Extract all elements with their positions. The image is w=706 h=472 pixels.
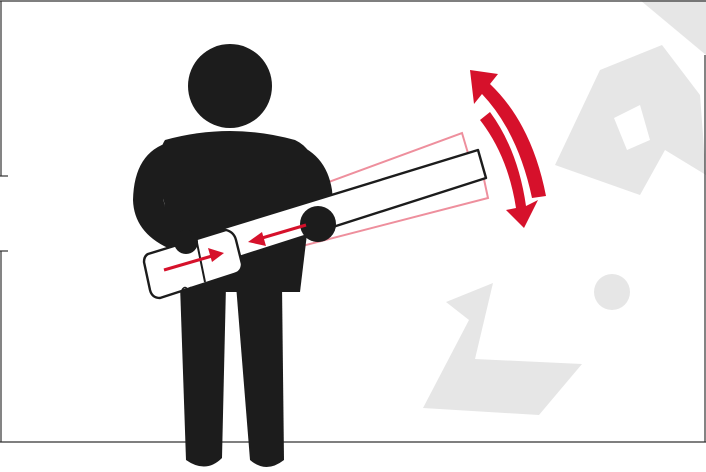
watermark-letter-z — [423, 283, 582, 415]
watermark — [423, 0, 706, 415]
swing-arrows — [470, 70, 546, 228]
person-left-leg — [180, 285, 226, 467]
person-head — [188, 44, 272, 128]
person-lower-grip-hand — [174, 230, 198, 254]
watermark-top-stroke — [640, 0, 706, 55]
watermark-dot — [594, 274, 630, 310]
person-right-leg — [236, 285, 284, 467]
watermark-letter-r — [555, 45, 706, 195]
